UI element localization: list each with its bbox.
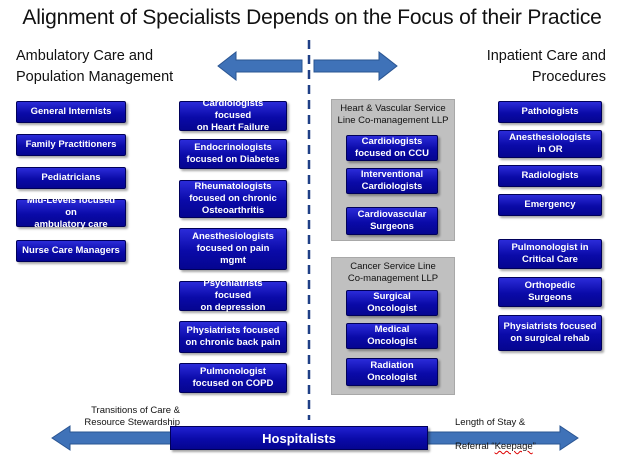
hospitalists-bar: Hospitalists bbox=[170, 426, 428, 450]
physiatrists-surgical-rehab-box: Physiatrists focused on surgical rehab bbox=[498, 315, 602, 351]
mid-levels-box: Mid-Levels focused on ambulatory care bbox=[16, 195, 126, 230]
keepage-word: Keepage bbox=[494, 441, 533, 452]
nurse-care-managers-box: Nurse Care Managers bbox=[16, 240, 126, 262]
interventional-cardiologists-box: Interventional Cardiologists bbox=[346, 168, 438, 194]
anesthesiologists-pain-box: Anesthesiologists focused on pain mgmt bbox=[179, 228, 287, 270]
pathologists-box: Pathologists bbox=[498, 101, 602, 123]
heart-vascular-group-title: Heart & Vascular Service Line Co-managem… bbox=[337, 103, 449, 126]
emergency-box: Emergency bbox=[498, 194, 602, 216]
psychiatrists-box: Psychiatrists focused on depression bbox=[179, 278, 287, 313]
medical-oncologist-box: Medical Oncologist bbox=[346, 323, 438, 349]
surgical-oncologist-box: Surgical Oncologist bbox=[346, 290, 438, 316]
general-internists-box: General Internists bbox=[16, 101, 126, 123]
bottom-left-arrow bbox=[51, 425, 173, 451]
inpatient-heading: Inpatient Care and Procedures bbox=[486, 48, 606, 85]
ambulatory-heading: Ambulatory Care and Population Managemen… bbox=[16, 48, 174, 85]
cardiologists-ccu-box: Cardiologists focused on CCU bbox=[346, 135, 438, 161]
pediatricians-box: Pediatricians bbox=[16, 167, 126, 189]
referral-suffix: ” bbox=[532, 441, 536, 452]
family-practitioners-box: Family Practitioners bbox=[16, 134, 126, 156]
page-title: Alignment of Specialists Depends on the … bbox=[22, 6, 602, 29]
endocrinologists-box: Endocrinologists focused on Diabetes bbox=[179, 139, 287, 169]
cardiovascular-surgeons-box: Cardiovascular Surgeons bbox=[346, 207, 438, 235]
radiologists-box: Radiologists bbox=[498, 165, 602, 187]
length-of-stay-label: Length of Stay & Referral “Keepage” bbox=[455, 405, 605, 453]
radiation-oncologist-box: Radiation Oncologist bbox=[346, 358, 438, 386]
referral-prefix: Referral “ bbox=[455, 441, 495, 452]
left-arrow bbox=[217, 50, 303, 82]
right-arrow bbox=[313, 50, 398, 82]
cardiologists-heart-failure-box: Cardiologists focused on Heart Failure bbox=[179, 98, 287, 133]
pulmonologist-critical-care-box: Pulmonologist in Critical Care bbox=[498, 239, 602, 269]
length-of-stay-line1: Length of Stay & bbox=[455, 417, 526, 428]
orthopedic-surgeons-box: Orthopedic Surgeons bbox=[498, 277, 602, 307]
transitions-of-care-label: Transitions of Care & Resource Stewardsh… bbox=[84, 405, 180, 428]
cancer-service-group-title: Cancer Service Line Co-management LLP bbox=[347, 261, 439, 284]
physiatrists-back-pain-box: Physiatrists focused on chronic back pai… bbox=[179, 321, 287, 353]
pulmonologist-copd-box: Pulmonologist focused on COPD bbox=[179, 363, 287, 393]
rheumatologists-box: Rheumatologists focused on chronic Osteo… bbox=[179, 180, 287, 218]
anesthesiologists-or-box: Anesthesiologists in OR bbox=[498, 130, 602, 158]
